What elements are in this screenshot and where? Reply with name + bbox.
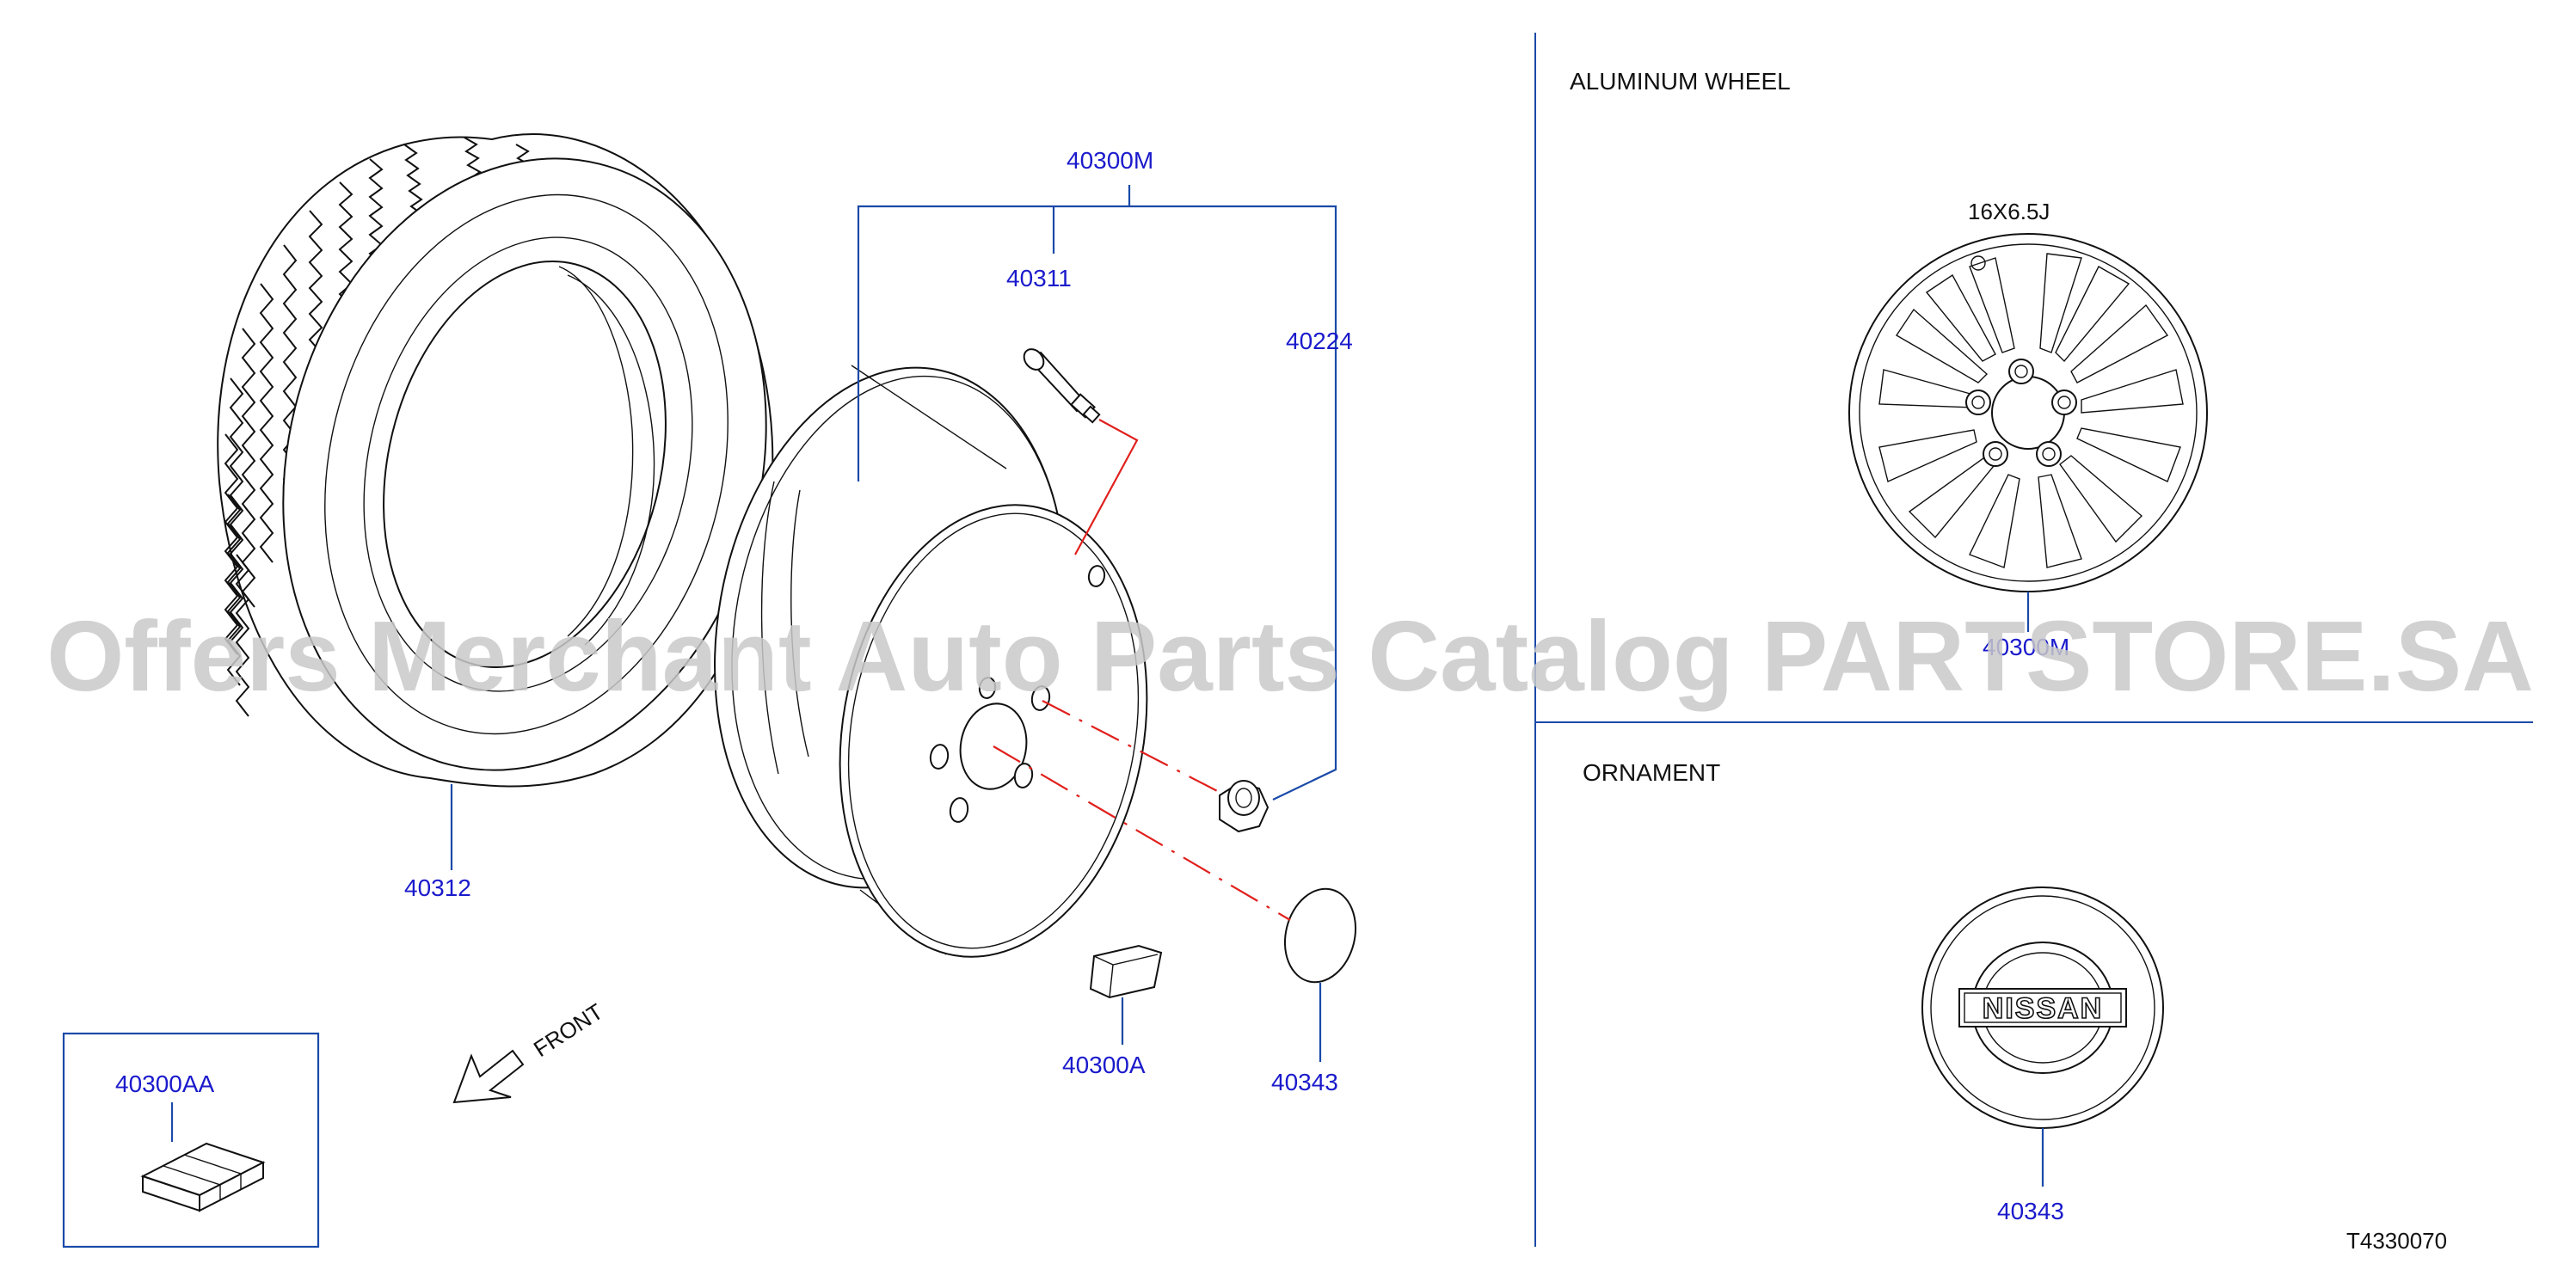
balance-weight-illustration[interactable]: [1089, 944, 1163, 999]
weight-kit-illustration[interactable]: [140, 1142, 266, 1212]
balance-weight-part-number[interactable]: 40300A: [1062, 1052, 1146, 1078]
front-label: FRONT: [529, 998, 608, 1062]
aluminum-wheel-spokes: [1878, 253, 2184, 568]
diagram-code: T4330070: [2346, 1228, 2447, 1254]
front-arrow-icon: [452, 1049, 525, 1104]
aluminum-wheel-title: ALUMINUM WHEEL: [1570, 68, 1791, 95]
ornament-logo-text: NISSAN: [1983, 992, 2103, 1025]
ornament-illustration[interactable]: NISSAN: [1921, 886, 2164, 1129]
valve-part-number[interactable]: 40311: [1006, 265, 1072, 291]
ornament-part-number[interactable]: 40343: [1997, 1198, 2064, 1224]
wheel-size-label: 16X6.5J: [1968, 199, 2050, 224]
aluminum-wheel-part-number[interactable]: 40300M: [1983, 634, 2069, 660]
valve-red-line: [1074, 419, 1139, 555]
tire-part-number[interactable]: 40312: [404, 874, 471, 901]
weight-kit-box: [62, 1032, 320, 1248]
tire-illustration[interactable]: [217, 107, 829, 822]
steel-wheel-illustration[interactable]: [675, 340, 1181, 981]
nut-red-dash: [1042, 700, 1227, 796]
aluminum-wheel-illustration[interactable]: [1848, 233, 2208, 592]
valve-illustration[interactable]: [1020, 346, 1101, 424]
cap-part-number[interactable]: 40343: [1271, 1069, 1338, 1095]
center-cap-illustration[interactable]: [1276, 881, 1365, 990]
wheel-assembly-part-number[interactable]: 40300M: [1067, 147, 1153, 174]
wheel-assembly-bracket: [857, 185, 1337, 801]
lug-nut-illustration[interactable]: [1219, 780, 1270, 833]
nut-part-number[interactable]: 40224: [1286, 328, 1353, 354]
weight-kit-part-number[interactable]: 40300AA: [115, 1070, 215, 1097]
cap-red-dash: [993, 745, 1291, 921]
ornament-title: ORNAMENT: [1583, 759, 1720, 786]
watermark: Offers Merchant Auto Parts Catalog PARTS…: [46, 600, 2534, 712]
